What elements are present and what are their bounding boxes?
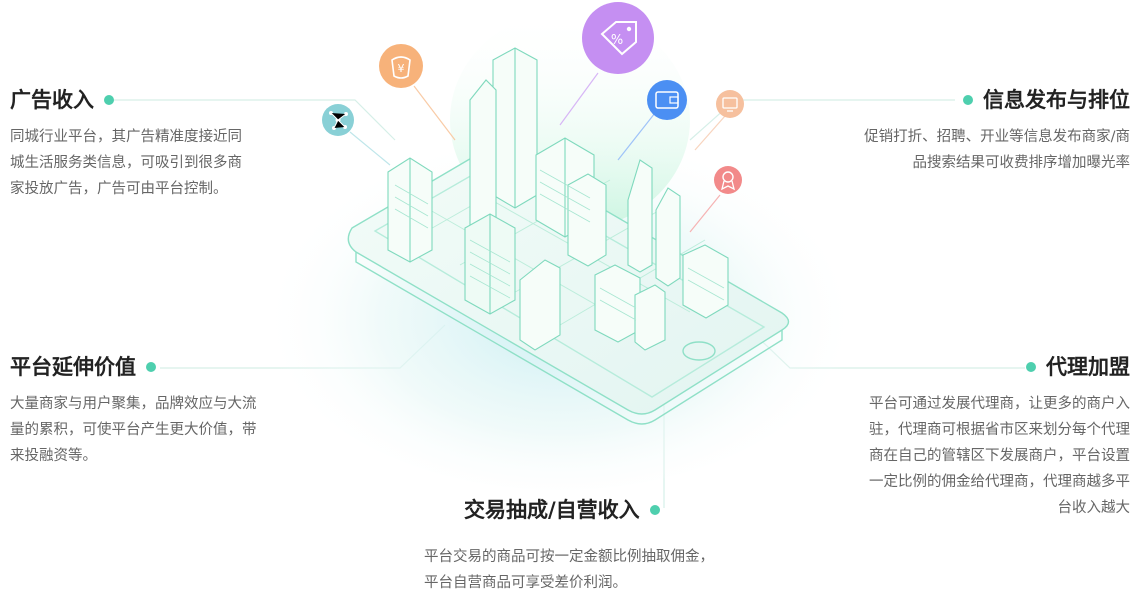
buildings — [387, 47, 729, 351]
trade-commission-desc: 平台交易的商品可按一定金额比例抽取佣金，平台自营商品可享受差价利润。 — [424, 549, 714, 591]
agent-franchise-desc: 平台可通过发展代理商，让更多的商户入驻，代理商可根据省市区来划分每个代理商在自己… — [869, 396, 1130, 516]
ranking-screen-icon[interactable] — [716, 90, 744, 118]
platform-extension-title: 平台延伸价值 — [10, 355, 136, 379]
phone-device — [347, 148, 790, 425]
wallet-icon[interactable] — [647, 80, 687, 120]
agent-franchise-dot — [1026, 362, 1036, 372]
agent-franchise-title-row: 代理加盟 — [862, 353, 1130, 381]
ad-revenue-title: 广告收入 — [10, 88, 94, 112]
ad-revenue-title-row: 广告收入 — [10, 86, 248, 114]
platform-extension-dot — [146, 362, 156, 372]
info-ranking-block: 信息发布与排位 促销打折、招聘、开业等信息发布商家/商品搜索结果可收费排序增加曝… — [860, 86, 1130, 176]
svg-text:¥: ¥ — [398, 62, 405, 75]
info-ranking-title: 信息发布与排位 — [983, 88, 1130, 112]
svg-text:%: % — [611, 33, 623, 48]
network-icon[interactable] — [322, 104, 354, 136]
ad-revenue-desc: 同城行业平台，其广告精准度接近同城生活服务类信息，可吸引到很多商家投放广告，广告… — [10, 129, 242, 197]
trade-commission-block: 交易抽成/自营收入 平台交易的商品可按一定金额比例抽取佣金，平台自营商品可享受差… — [424, 496, 724, 596]
platform-extension-title-row: 平台延伸价值 — [10, 353, 258, 381]
award-icon[interactable] — [714, 166, 742, 194]
trade-commission-title: 交易抽成/自营收入 — [464, 498, 640, 522]
agent-franchise-title: 代理加盟 — [1046, 355, 1130, 379]
info-ranking-title-row: 信息发布与排位 — [860, 86, 1130, 114]
discount-tag-icon[interactable]: % — [582, 2, 654, 74]
trade-commission-title-row: 交易抽成/自营收入 — [424, 496, 724, 524]
platform-extension-block: 平台延伸价值 大量商家与用户聚集，品牌效应与大流量的累积，可使平台产生更大价值，… — [10, 353, 258, 469]
ad-revenue-block: 广告收入 同城行业平台，其广告精准度接近同城生活服务类信息，可吸引到很多商家投放… — [10, 86, 248, 202]
info-ranking-desc: 促销打折、招聘、开业等信息发布商家/商品搜索结果可收费排序增加曝光率 — [864, 129, 1130, 171]
trade-commission-dot — [649, 505, 660, 515]
agent-franchise-block: 代理加盟 平台可通过发展代理商，让更多的商户入驻，代理商可根据省市区来划分每个代… — [862, 353, 1130, 521]
money-bag-icon[interactable]: ¥ — [379, 44, 423, 88]
info-ranking-dot — [963, 95, 973, 105]
ad-revenue-dot — [104, 95, 114, 105]
platform-extension-desc: 大量商家与用户聚集，品牌效应与大流量的累积，可使平台产生更大价值，带来投融资等。 — [10, 396, 257, 464]
